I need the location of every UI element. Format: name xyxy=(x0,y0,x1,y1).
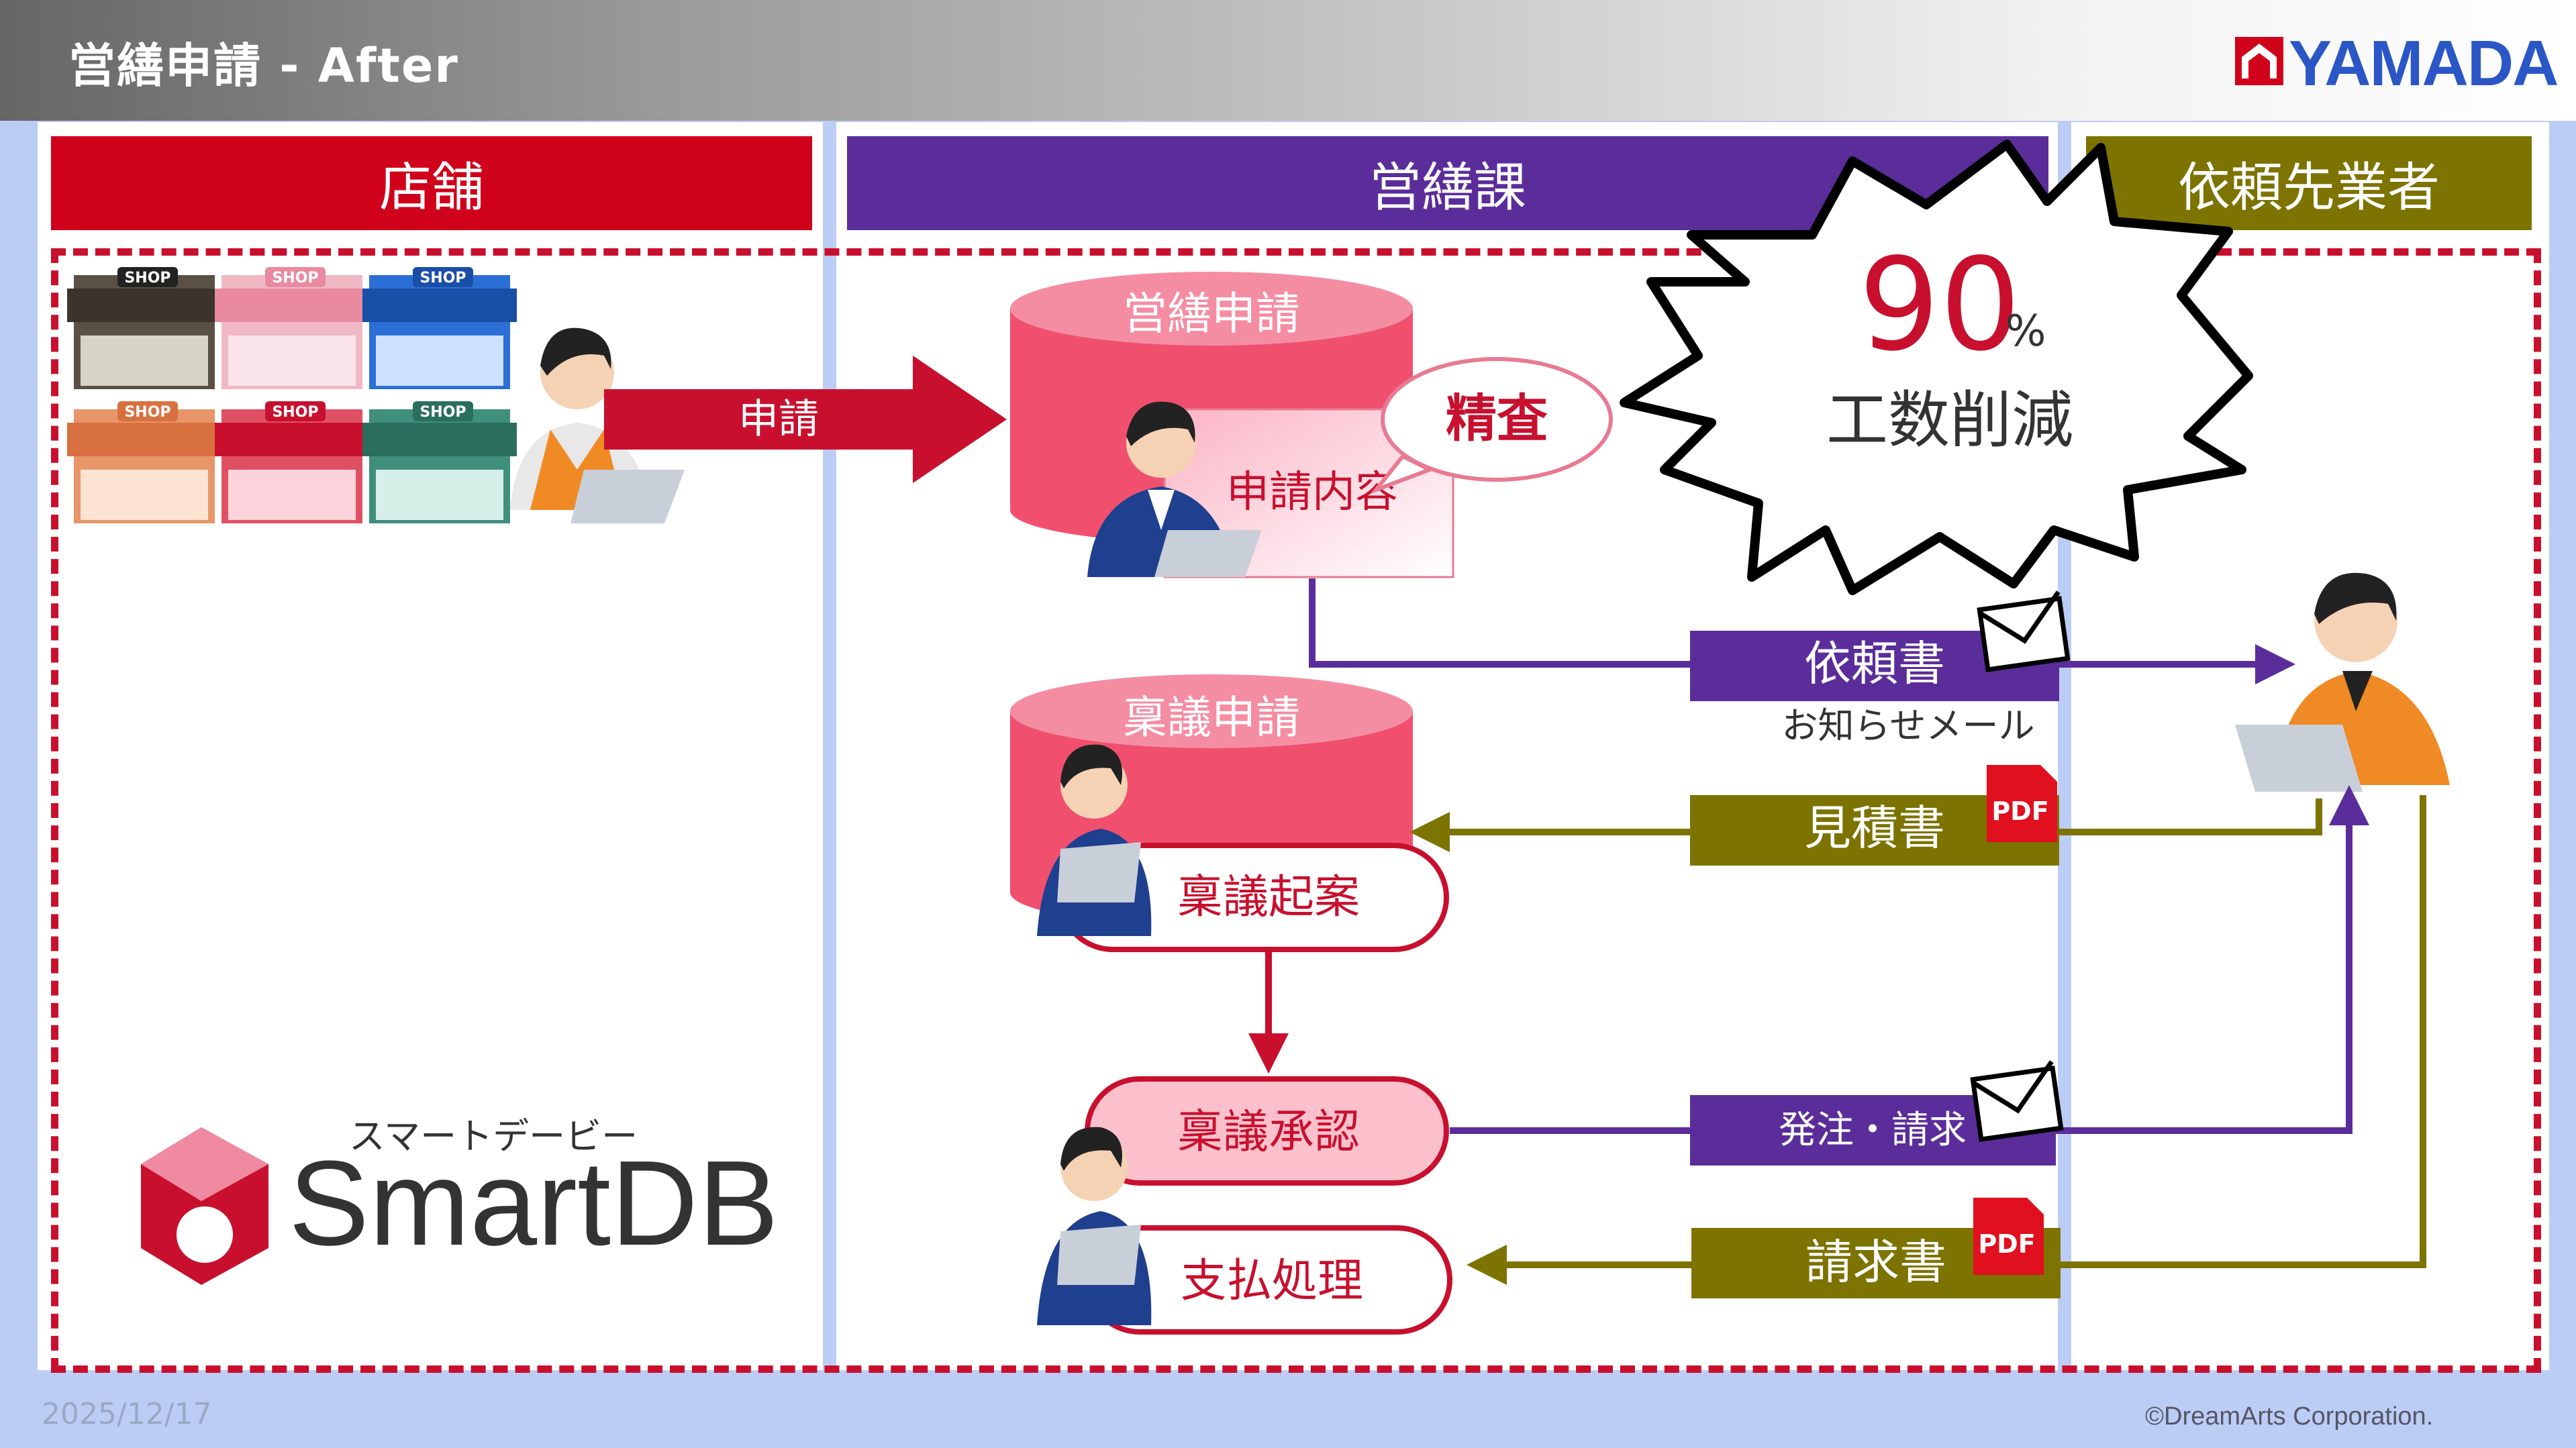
shop-icon: SHOP xyxy=(67,401,221,523)
estimate-label: 見積書 xyxy=(1804,800,1945,856)
burst-value: 90 xyxy=(1859,231,2021,379)
request-note-label: お知らせメール xyxy=(1782,705,2035,747)
ringi-staff-person-icon xyxy=(1037,744,1152,936)
shop-icon: SHOP xyxy=(362,267,517,389)
lane-header-store: 店舗 xyxy=(51,136,812,230)
vendor-person-icon xyxy=(2235,572,2450,792)
smartdb-logo-icon xyxy=(141,1127,268,1285)
shop-icon-group: SHOP SHOP SHOP SHOP SHOP SHOP xyxy=(67,267,517,523)
apply-content-label: 申請内容 xyxy=(1226,468,1398,517)
shop-sign: SHOP xyxy=(419,270,466,287)
header-bar xyxy=(0,0,2576,121)
shop-icon: SHOP xyxy=(215,401,369,523)
brand-logo: YAMADA xyxy=(2289,28,2559,99)
ringi-approve-label: 稟議承認 xyxy=(1177,1106,1360,1159)
footer-copyright: ©DreamArts Corporation. xyxy=(2145,1402,2434,1431)
effect-burst xyxy=(1620,140,2253,595)
apply-arrow-label: 申請 xyxy=(738,396,819,443)
pdf-label: PDF xyxy=(1978,1229,2035,1259)
lane-header-vendor: 依頼先業者 xyxy=(2086,136,2532,230)
apply-arrow xyxy=(604,356,1007,483)
burst-text: 工数削減 xyxy=(1826,384,2073,456)
envelope-icon xyxy=(1970,1060,2064,1142)
db-eizen-label: 営繕申請 xyxy=(1123,288,1300,340)
pdf-label: PDF xyxy=(1991,796,2048,826)
smartdb-kana: スマートデービー xyxy=(349,1115,638,1157)
request-doc-label: 依頼書 xyxy=(1804,636,1945,691)
payment-label: 支払処理 xyxy=(1181,1255,1363,1308)
shop-icon: SHOP xyxy=(67,267,221,389)
shop-icon: SHOP xyxy=(215,267,369,389)
inspect-label: 精査 xyxy=(1446,389,1548,448)
smartdb-name: SmartDB xyxy=(289,1136,779,1271)
pdf-icon xyxy=(1973,1198,2044,1275)
db-ringi-label: 稟議申請 xyxy=(1123,692,1300,743)
shop-sign: SHOP xyxy=(419,404,466,421)
shop-sign: SHOP xyxy=(124,404,170,421)
footer-date: 2025/12/17 xyxy=(42,1397,212,1431)
page-title: 営繕申請 - After xyxy=(68,38,459,93)
envelope-icon xyxy=(1977,590,2071,672)
shop-icon: SHOP xyxy=(362,401,517,523)
ringi-draft-label: 稟議起案 xyxy=(1177,871,1360,924)
shop-sign: SHOP xyxy=(124,270,170,287)
yamada-logo-icon xyxy=(2235,37,2283,85)
payment-staff-person-icon xyxy=(1037,1127,1152,1325)
smartdb-scope-border xyxy=(51,248,2541,1373)
invoice-label: 請求書 xyxy=(1805,1235,1946,1290)
shop-sign: SHOP xyxy=(272,270,318,287)
inspect-bubble xyxy=(1369,357,1613,495)
eizen-staff-person-icon xyxy=(1087,401,1262,577)
store-staff-person-icon xyxy=(510,327,685,523)
burst-unit: % xyxy=(2005,307,2046,356)
order-label: 発注・請求 xyxy=(1779,1108,1967,1152)
shop-sign: SHOP xyxy=(272,404,318,421)
pdf-icon xyxy=(1987,765,2057,842)
